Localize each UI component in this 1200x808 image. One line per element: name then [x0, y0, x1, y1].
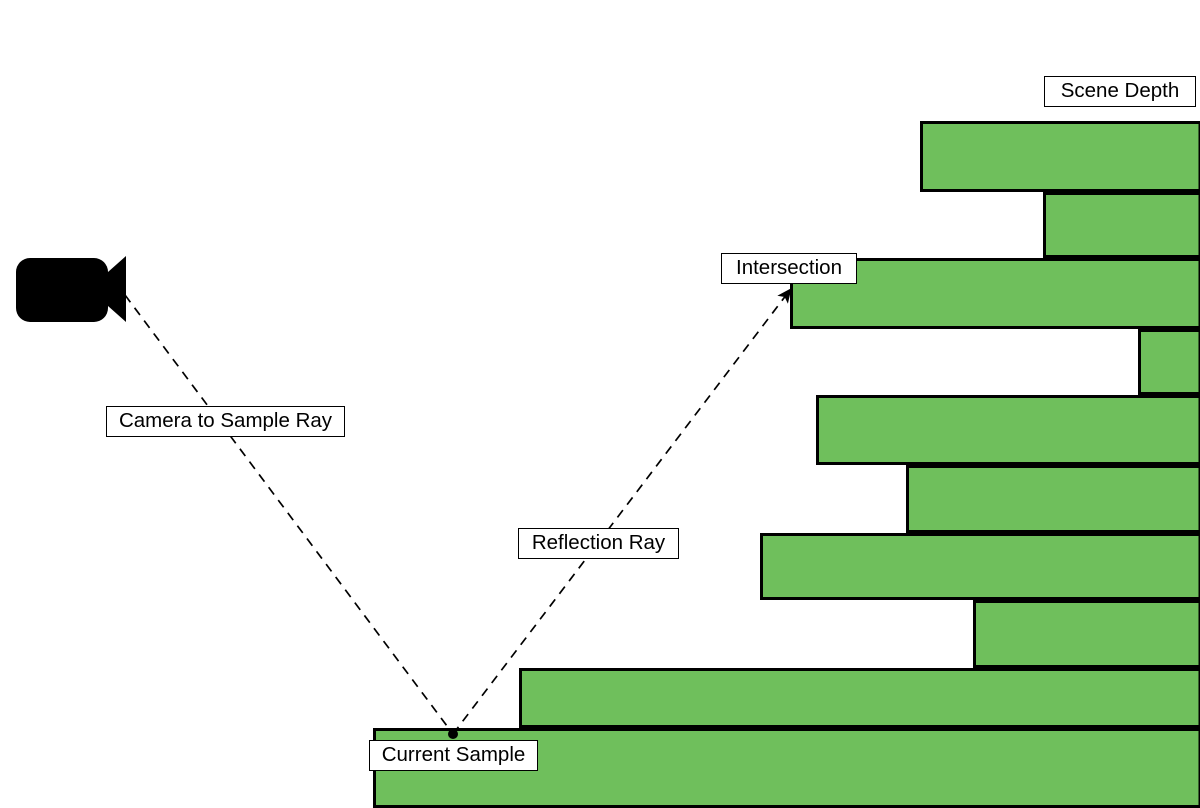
camera-body: [16, 258, 108, 322]
camera-to-sample-ray-line: [124, 294, 454, 735]
current-sample-point: [448, 729, 458, 739]
depth-bar-1: [920, 121, 1200, 192]
intersection-label: Intersection: [721, 253, 857, 284]
depth-bar-7: [760, 533, 1200, 600]
reflection-ray-line: [452, 288, 792, 735]
scene-depth-bars: [373, 121, 1200, 808]
camera-lens: [108, 256, 126, 322]
camera-to-sample-ray-label: Camera to Sample Ray: [106, 406, 345, 437]
scene-depth-label: Scene Depth: [1044, 76, 1196, 107]
current-sample-label: Current Sample: [369, 740, 538, 771]
depth-bar-2: [1043, 192, 1200, 258]
ray-group: [124, 288, 792, 739]
video-camera-icon: [16, 256, 126, 322]
depth-bar-9: [519, 668, 1200, 728]
depth-bar-6: [906, 465, 1200, 533]
depth-bar-3: [790, 258, 1200, 329]
reflection-ray-label: Reflection Ray: [518, 528, 679, 559]
depth-bar-4: [1138, 329, 1200, 395]
depth-bar-5: [816, 395, 1200, 465]
depth-bar-8: [973, 600, 1200, 668]
